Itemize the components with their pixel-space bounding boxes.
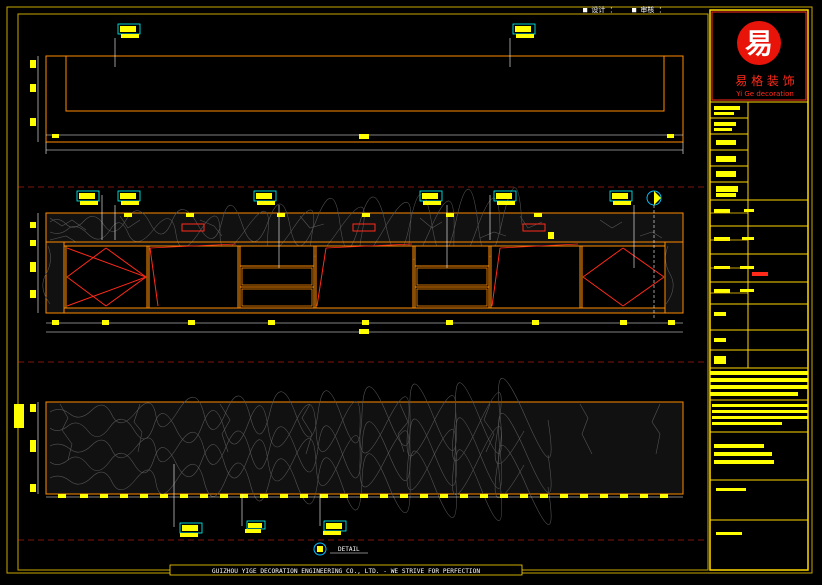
- title-block-rows: [710, 101, 808, 521]
- callout-tag: [489, 190, 517, 240]
- title-block-text-blocks: [710, 106, 808, 535]
- detail-marker-label-bar: [317, 546, 323, 552]
- footer-banner: [169, 564, 523, 576]
- callout-tags: [76, 23, 635, 537]
- title-block-red-swatch: [752, 272, 768, 276]
- plan-top: [30, 55, 684, 154]
- logo-name-cn: 易 格 装 饰: [735, 73, 794, 88]
- outlet-icon: [181, 223, 205, 232]
- logo-box: [711, 11, 807, 101]
- callout-tag: [319, 494, 347, 535]
- marble-panel: [14, 378, 684, 525]
- cabinet-elevation: [30, 187, 684, 334]
- title-block-frame: [709, 9, 809, 571]
- reviewer-label: ■ 审核 ：: [632, 5, 666, 14]
- logo-name-en: Yi Ge decoration: [735, 90, 794, 98]
- callout-tag: [509, 23, 536, 67]
- logo-circle-icon: [737, 21, 781, 65]
- callout-tag: [114, 190, 141, 240]
- marble-texture: [42, 187, 674, 305]
- outlet-icon: [522, 223, 546, 232]
- detail-tag-label: DETAIL: [338, 546, 360, 553]
- title-block-sub-rows: [710, 212, 748, 294]
- footer-company-line: GUIZHOU YIGE DECORATION ENGINEERING CO.,…: [212, 568, 480, 575]
- small-tag: [124, 213, 542, 217]
- outlet-icon: [352, 223, 376, 232]
- logo-glyph: 易: [745, 27, 773, 60]
- callout-tag: [609, 190, 635, 268]
- callout-tag: [76, 190, 103, 240]
- designer-label: ■ 设计 ：: [583, 5, 617, 14]
- detail-marker-icon: [313, 542, 327, 556]
- callout-tag: [173, 464, 203, 537]
- callout-tag: [114, 23, 141, 67]
- callout-tag: [241, 494, 266, 533]
